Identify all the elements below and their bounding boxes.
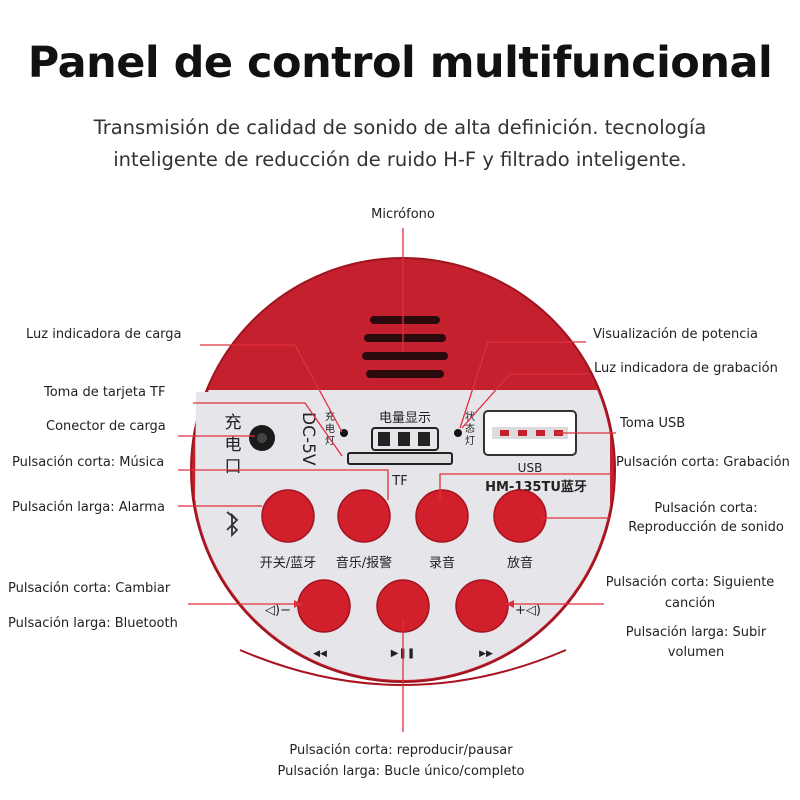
leader-power-display [459,341,586,429]
next-track-icon: ▶▶ [479,649,493,659]
charge-led-cn-2: 电 [325,422,335,435]
leader-record-light [461,373,588,429]
button-power-bluetooth[interactable] [261,489,315,543]
leader-dots [294,600,514,608]
model-label: HM-135TU蓝牙 [485,479,587,495]
leader-charge-light [200,344,343,433]
button-volume-up-next[interactable] [455,579,509,633]
previous-track-icon: ◀◀ [313,649,327,659]
btn-record-label: 录音 [429,555,455,571]
label-short-next-2: canción [665,596,715,611]
leader-short-music [178,469,389,500]
btn-play-label: 放音 [507,555,533,571]
label-short-playpause: Pulsación corta: reproducir/pausar [289,743,513,758]
usb-tongue [492,427,568,439]
dc-5v-label: DC-5V [298,412,318,466]
volume-minus-icon: ◁)− [265,603,291,618]
tf-slot-label: TF [391,474,407,489]
label-short-next-1: Pulsación corta: Siguiente [606,575,775,590]
tf-card-slot[interactable] [347,452,453,465]
leader-lines [178,228,616,732]
label-short-switch: Pulsación corta: Cambiar [8,581,171,596]
volume-plus-icon: +◁) [515,603,541,618]
label-charge-light: Luz indicadora de carga [26,327,182,342]
bluetooth-icon [226,511,239,538]
button-music-alarm[interactable] [337,489,391,543]
label-short-music: Pulsación corta: Música [12,455,164,470]
record-led [454,429,462,437]
charge-port-cn-3: 口 [225,457,242,477]
power-display-bars [371,427,439,451]
leader-tf-slot [193,402,343,457]
label-tf-slot: Toma de tarjeta TF [43,385,165,400]
label-charge-connector: Conector de carga [46,419,166,434]
label-long-loop: Pulsación larga: Bucle único/completo [277,764,524,779]
label-long-alarm: Pulsación larga: Alarma [12,500,165,515]
status-led-cn-3: 灯 [465,435,475,447]
label-usb: Toma USB [619,416,685,431]
label-short-playback-1: Pulsación corta: [654,501,757,516]
charge-led-cn-1: 充 [325,410,335,423]
label-long-bluetooth: Pulsación larga: Bluetooth [8,616,178,631]
label-long-volup-1: Pulsación larga: Subir [626,625,767,640]
page-subtitle: Transmisión de calidad de sonido de alta… [93,116,707,171]
charge-port-cn-2: 电 [225,435,242,455]
button-play[interactable] [493,489,547,543]
power-display-cn: 电量显示 [379,411,431,426]
button-volume-down-prev[interactable] [297,579,351,633]
status-led-cn-1: 状 [465,410,475,423]
btn-power-bt-label: 开关/蓝牙 [260,556,316,571]
label-short-playback-2: Reproducción de sonido [628,520,784,535]
status-led-cn-2: 态 [465,422,475,435]
label-long-volup-2: volumen [668,645,724,660]
label-record-light: Luz indicadora de grabación [594,361,778,376]
button-record[interactable] [415,489,469,543]
usb-label: USB [518,461,543,475]
btn-music-alarm-label: 音乐/报警 [336,555,392,571]
charge-port-pin [257,433,267,443]
leader-short-record [439,473,612,500]
gray-panel-edge [195,392,214,500]
charge-led-cn-3: 灯 [325,435,335,447]
label-microphone: Micrófono [371,207,435,222]
page-title: Panel de control multifuncional [27,38,773,88]
label-power-display: Visualización de potencia [593,327,758,342]
charge-port-cn-1: 充 [225,413,242,433]
label-short-record: Pulsación corta: Grabación [616,455,790,470]
speaker-grille [362,316,448,378]
